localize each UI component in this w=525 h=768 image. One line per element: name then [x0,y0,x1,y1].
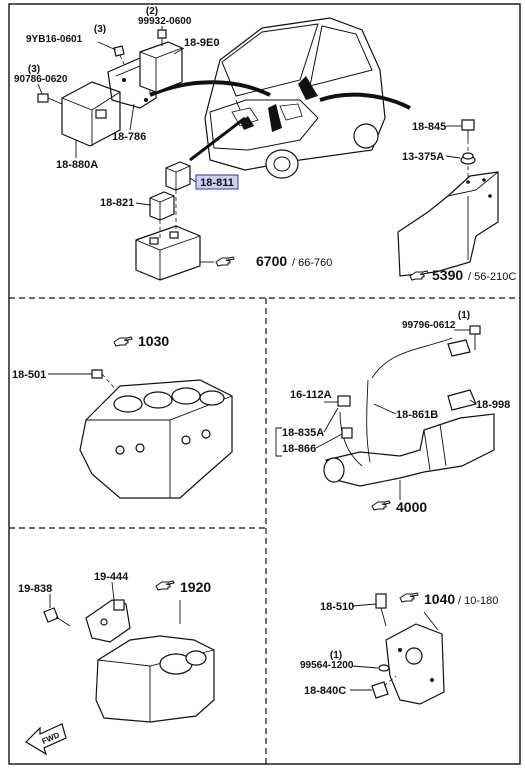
catalytic-converter [323,413,495,487]
hand-pointer-icon [371,500,391,511]
part-label-18-835A: 18-835A [282,427,324,439]
ref-link-6700[interactable]: 6700 [256,253,287,269]
part-label-18-9E0: 18-9E0 [184,37,219,49]
sensor-18-510 [375,593,387,627]
wire-harness [339,411,363,467]
part-label-16-112A: 16-112A [290,389,332,401]
connector-18-866 [341,427,353,439]
control-module-18-880A [61,81,121,147]
part-label-99796-0612: 99796-0612 [402,320,456,331]
group-bracket [275,427,282,457]
relay-box-18-9E0 [139,41,183,93]
relay-block [135,225,201,281]
relay-18-811 [165,161,191,191]
ref-link-1920[interactable]: 1920 [180,579,211,595]
o2-sensor-wire [366,379,371,463]
qty-label: (1) [330,650,342,661]
ref-sublink-66-760[interactable]: / 66-760 [292,257,332,269]
part-label-18-880A: 18-880A [56,159,98,171]
bolt-99796-0612 [469,325,481,350]
transmission [95,635,215,723]
part-label-9YB16-0601: 9YB16-0601 [26,34,83,45]
hand-pointer-icon [113,336,133,347]
clip-13-375A [460,152,476,165]
part-label-18-811[interactable]: 18-811 [200,177,234,189]
timing-cover [385,623,445,705]
ref-link-1040[interactable]: 1040 [424,591,455,607]
part-label-18-501: 18-501 [12,369,46,381]
part-label-18-866: 18-866 [282,443,316,455]
ref-link-4000[interactable]: 4000 [396,499,427,515]
qty-label: (3) [28,64,40,75]
sensor-18-840C [371,675,397,699]
part-label-18-840C: 18-840C [304,685,346,697]
screw-9YB16-0601 [113,45,125,65]
ref-link-1030[interactable]: 1030 [138,333,169,349]
o2-sensor-wire [371,337,453,379]
connector-18-835A [337,395,351,407]
callout-arc [149,80,271,97]
part-label-18-845: 18-845 [412,121,446,133]
qty-label: (3) [94,24,106,35]
sensor-18-501 [91,369,117,391]
switch-19-444 [85,599,131,643]
qty-label: (1) [458,310,470,321]
ref-sublink-56-210C[interactable]: / 56-210C [468,271,516,283]
qty-label: (2) [146,6,158,17]
bracket-18-998 [447,389,477,411]
callout-arc [319,92,411,110]
sensor-18-861B [447,339,471,357]
part-label-18-821: 18-821 [100,197,134,209]
cover-5390 [397,171,499,277]
ref-link-5390[interactable]: 5390 [432,267,463,283]
part-label-18-510: 18-510 [320,601,354,613]
gasket-99564-1200 [378,664,390,672]
bolt-19-838 [43,607,71,627]
hand-pointer-icon [399,592,419,603]
bolt-90786-0620 [37,93,63,105]
part-label-19-838: 19-838 [18,583,52,595]
part-label-18-786: 18-786 [112,131,146,143]
part-label-90786-0620: 90786-0620 [14,74,68,85]
part-label-18-861B: 18-861B [396,409,438,421]
part-label-99932-0600: 99932-0600 [138,16,192,27]
fwd-arrow-icon: FWD [25,723,67,756]
engine-block [79,379,233,499]
relay-18-821 [149,191,175,221]
callout-arc [189,116,246,162]
hand-pointer-icon [155,580,175,591]
ref-sublink-10-180[interactable]: / 10-180 [458,595,498,607]
screw-99932-0600 [157,29,167,46]
part-label-19-444: 19-444 [94,571,129,583]
diagram-frame [8,3,521,765]
part-label-13-375A: 13-375A [402,151,444,163]
vehicle-illustration [204,17,386,179]
part-label-99564-1200: 99564-1200 [300,660,354,671]
hand-pointer-icon [215,256,235,267]
part-label-18-998: 18-998 [476,399,510,411]
screw-18-845 [461,119,475,140]
